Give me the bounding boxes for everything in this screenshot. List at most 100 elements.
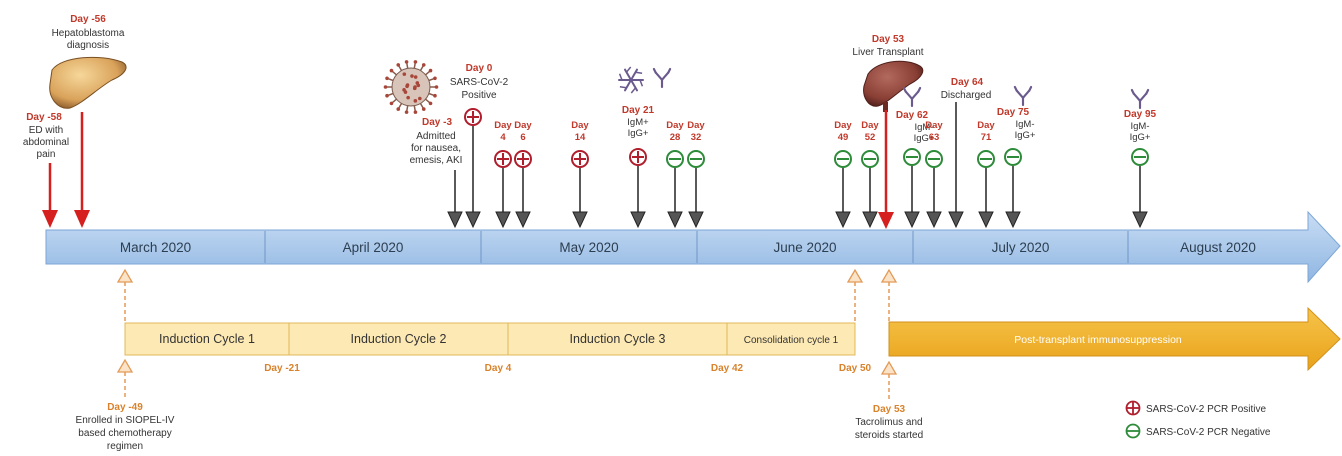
phase-day-labels: Day -21 Day 4 Day 42 Day 50 [264,363,871,374]
pcr-day-label: Day [977,120,995,131]
phase-day-label: Day 50 [839,363,872,374]
pcr-day-label: 14 [575,132,586,143]
legend-negative-icon [1125,423,1141,439]
antibody-icon [1013,85,1033,107]
pcr-day-label: Day [834,120,852,131]
event-description: Discharged [941,90,992,101]
pcr-day-label: Day 75 [997,107,1030,118]
event-description: pain [37,149,56,160]
day-0-positive-marker [464,108,482,229]
pcr-positive-icon [571,150,589,168]
event-day-label: Day 0 [466,63,493,74]
post-transplant-arrow: Post-transplant immunosuppression [888,306,1341,372]
event-description: Admitted [416,131,455,142]
serology-label: IgG+ [628,128,649,139]
antibody-cluster-icon [618,66,644,94]
phase-day-label: Day 4 [485,363,512,374]
serology-label: IgG+ [1130,132,1151,143]
orange-connectors [116,268,898,400]
event-description: abdominal [23,137,69,148]
pcr-positive-icon [514,150,532,168]
serology-label: IgG+ [914,133,935,144]
pcr-arrow [688,168,704,229]
antibody-icon [652,67,672,89]
month-label: March 2020 [120,240,191,255]
legend-negative-label: SARS-CoV-2 PCR Negative [1146,427,1271,438]
month-label: June 2020 [773,240,836,255]
treatment-phase-box: Induction Cycle 3 [507,322,728,356]
pcr-day-label: Day 62 [896,110,929,121]
pcr-day-label: Day [687,120,705,131]
pcr-negative-icon [861,150,879,168]
event-description: Tacrolimus and [855,417,922,428]
pcr-positive-icon [629,148,647,166]
bottom-events: Day -49 Enrolled in SIOPEL-IV based chem… [76,402,924,452]
pcr-arrow [667,168,683,229]
pcr-day-label: 32 [691,132,702,143]
event-day-label: Day -58 [26,112,62,123]
event-description: regimen [107,441,143,452]
pcr-day-label: Day [925,120,943,131]
event-day-label: Day 53 [873,404,906,415]
liver-icon [863,60,924,112]
event-description: emesis, AKI [410,155,463,166]
pcr-negative-icon [903,148,921,166]
pcr-day-label: Day [861,120,879,131]
pcr-arrow [1132,166,1148,229]
pcr-day-label: 63 [929,132,940,143]
event-day-label: Day -3 [422,117,452,128]
pcr-arrow [835,168,851,229]
pcr-day-label: 4 [500,132,506,143]
treatment-phases: Induction Cycle 1 Induction Cycle 2 Induct… [124,322,856,356]
treatment-phase-box: Induction Cycle 2 [288,322,509,356]
treatment-phase-box: Induction Cycle 1 [124,322,290,356]
pcr-day-label: 6 [520,132,525,143]
event-description: Enrolled in SIOPEL-IV [76,415,175,426]
event-description: steroids started [855,430,923,441]
pcr-arrow [572,168,588,229]
event-day-label: Day -49 [107,402,143,413]
month-label: July 2020 [992,240,1050,255]
red-arrow-day-minus-58 [42,163,58,228]
antibody-icon [902,86,922,108]
timeline-arrow [45,210,1341,284]
month-label: April 2020 [343,240,404,255]
event-day-label: Day 53 [872,34,905,45]
pcr-positive-icon [464,108,482,126]
pcr-arrow [495,168,511,229]
pcr-arrow [630,166,646,229]
serology-label: IgM+ [627,117,649,128]
red-arrow-transplant [878,110,894,229]
event-description: for nausea, [411,143,461,154]
pcr-day-label: 71 [981,132,992,143]
serology-label: IgM- [1016,119,1035,130]
event-description: Hepatoblastoma [52,28,125,39]
event-description: diagnosis [67,40,109,51]
liver-icon [49,56,127,109]
pcr-negative-icon [1004,148,1022,166]
pcr-day-label: Day 21 [622,105,655,116]
treatment-phase-label: Consolidation cycle 1 [744,335,839,346]
pcr-day-label: Day [666,120,684,131]
virus-icon [383,60,439,114]
phase-day-label: Day -21 [264,363,300,374]
red-arrow-day-minus-56 [74,112,90,228]
legend-positive-icon [1125,400,1141,416]
pcr-arrow [978,168,994,229]
pcr-day-label: 28 [670,132,681,143]
header-events: Day -56 Hepatoblastoma diagnosis Day -58… [23,14,991,229]
pcr-negative-icon [687,150,705,168]
event-day-label: Day 64 [951,77,984,88]
treatment-phase-label: Induction Cycle 2 [351,332,447,346]
pcr-day-label: 52 [865,132,876,143]
pcr-arrow [926,168,942,229]
